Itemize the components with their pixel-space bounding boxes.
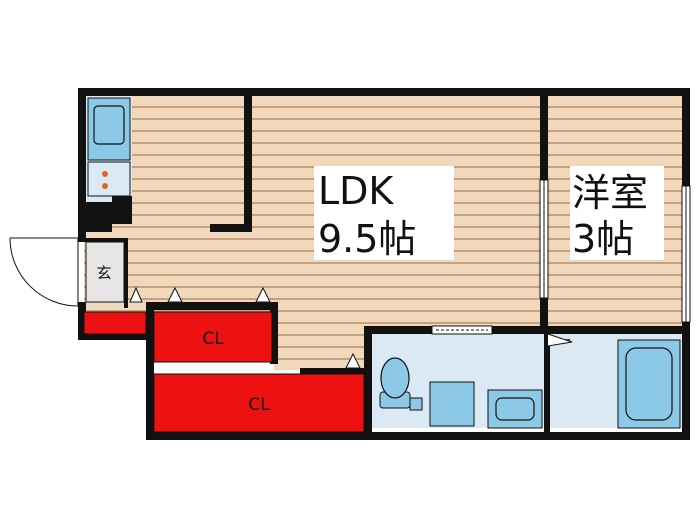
closet-lower-label: CL bbox=[248, 395, 270, 415]
kitchen-sink bbox=[87, 97, 131, 161]
walls bbox=[78, 88, 690, 440]
toilet bbox=[379, 357, 411, 409]
ldk-size: 9.5帖 bbox=[318, 217, 416, 261]
closet-lower: CL bbox=[153, 373, 365, 433]
bathtub bbox=[617, 339, 681, 429]
entrance-door bbox=[9, 237, 79, 307]
shoe-closet bbox=[83, 311, 147, 335]
ldk-label: LDK 9.5帖 bbox=[314, 166, 454, 261]
entrance-label: 玄 bbox=[96, 264, 111, 282]
western-label: 洋室 3帖 bbox=[570, 166, 664, 261]
stove bbox=[87, 161, 131, 197]
western-size: 3帖 bbox=[572, 217, 634, 261]
entrance-floor bbox=[85, 241, 125, 303]
sliding-door bbox=[539, 179, 549, 299]
closet-upper: CL bbox=[153, 311, 273, 363]
washing-machine bbox=[429, 381, 475, 427]
western-name: 洋室 bbox=[572, 171, 648, 215]
shelf bbox=[409, 397, 423, 411]
bathroom-door bbox=[431, 325, 493, 335]
ldk-name: LDK bbox=[318, 169, 394, 213]
closet-upper-label: CL bbox=[202, 329, 224, 349]
washbasin bbox=[487, 389, 543, 429]
bath-door bbox=[547, 333, 573, 347]
storage-markers bbox=[129, 286, 361, 369]
